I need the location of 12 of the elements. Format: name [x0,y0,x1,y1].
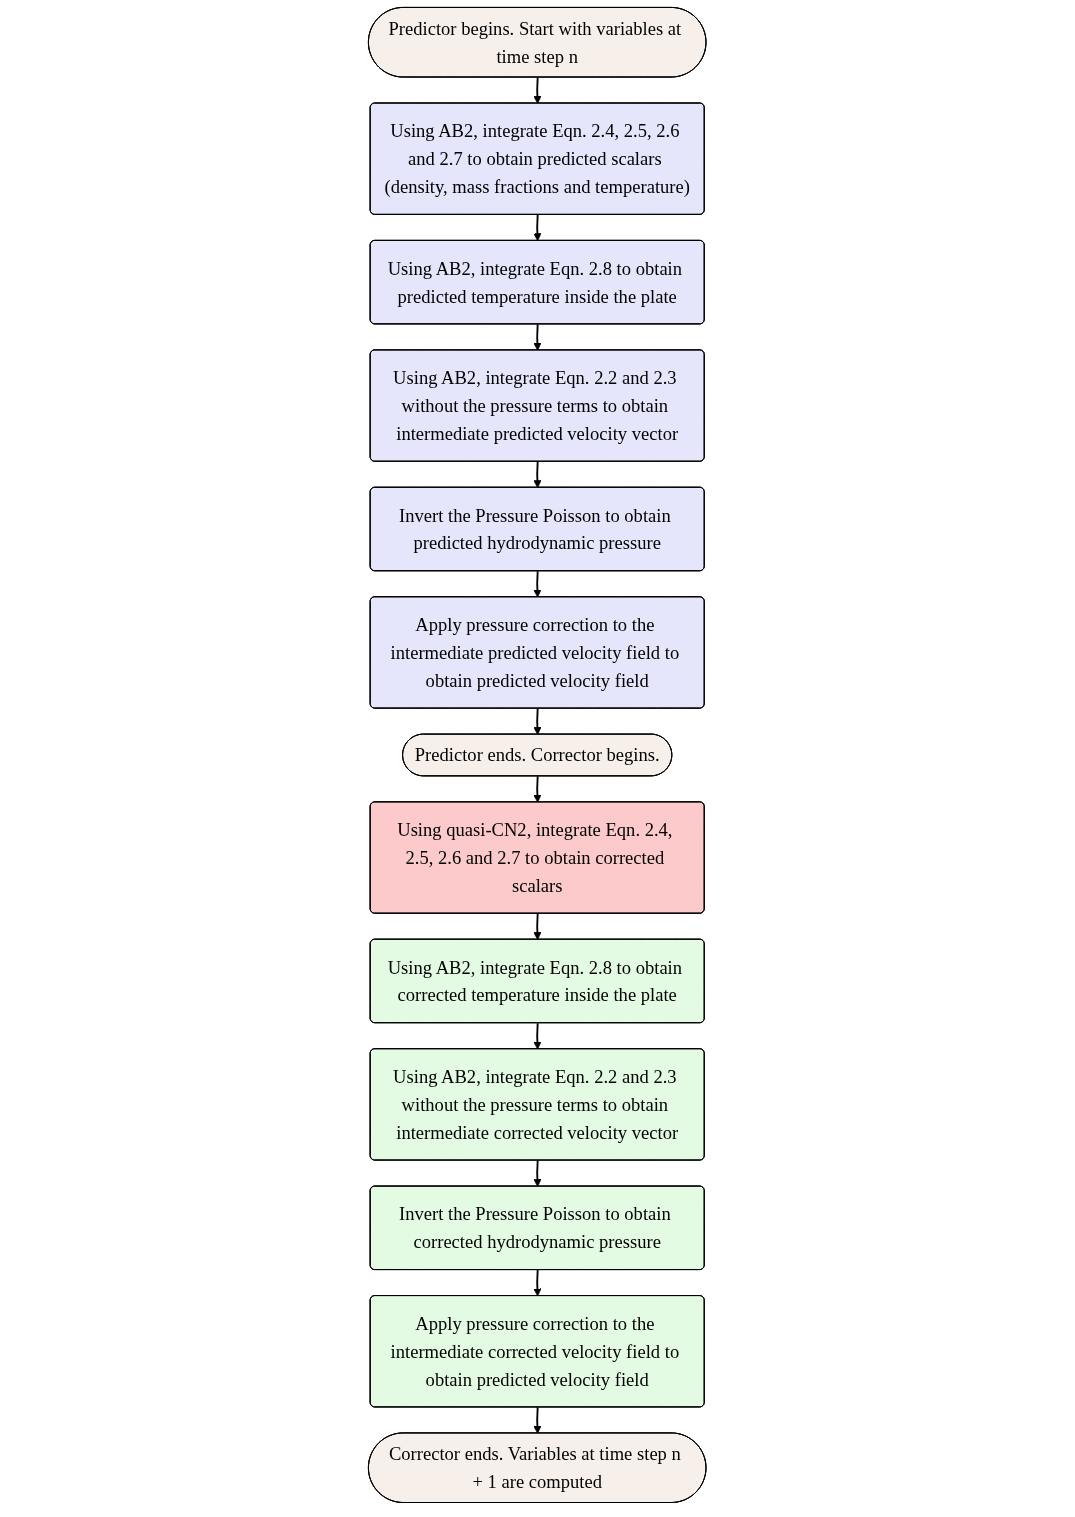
arrow [533,1269,542,1297]
arrow [533,460,542,489]
arrow [533,775,542,803]
arrow [533,570,542,598]
arrow [533,1022,542,1050]
arrow [533,1406,542,1434]
arrow [533,707,542,735]
arrow [533,1159,542,1187]
arrow [533,323,542,351]
arrow [533,213,542,242]
arrow [533,912,542,940]
arrow [533,76,542,104]
